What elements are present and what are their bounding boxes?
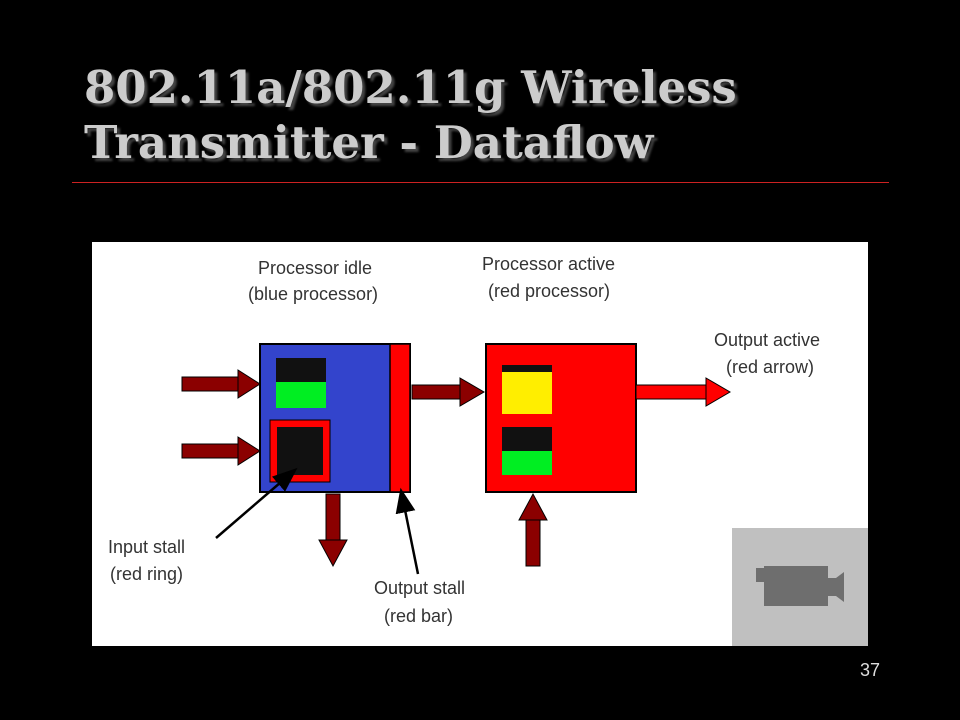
input-arrow-top <box>181 369 261 399</box>
label-output-active-sub: (red arrow) <box>726 357 814 377</box>
slide-title: 802.11a/802.11g Wireless Transmitter - D… <box>84 60 904 170</box>
title-divider <box>72 182 889 183</box>
movie-camera-icon[interactable] <box>732 528 868 646</box>
label-processor-active-sub: (red processor) <box>488 281 610 301</box>
label-processor-idle-sub: (blue processor) <box>248 284 378 304</box>
idle-queue-top-empty <box>276 358 326 382</box>
label-input-stall-sub: (red ring) <box>110 564 183 584</box>
slide-title-line-2: Transmitter - Dataflow <box>84 116 654 169</box>
slide-title-line-1: 802.11a/802.11g Wireless <box>84 61 737 114</box>
active-queue-top-empty <box>502 365 552 372</box>
input-arrow-bottom <box>181 436 261 466</box>
idle-queue-top-full <box>276 382 326 408</box>
active-queue-bottom-empty <box>502 427 552 451</box>
dataflow-diagram-svg: Processor idle (blue processor) Processo… <box>108 254 820 626</box>
active-queue-top-partial <box>502 372 552 414</box>
output-arrow-down <box>318 493 348 568</box>
label-output-stall: Output stall <box>374 578 465 598</box>
idle-queue-bottom-empty <box>277 427 323 475</box>
movie-camera-glyph <box>756 566 844 606</box>
input-arrow-up <box>518 492 548 567</box>
arrow-idle-to-active <box>411 377 485 407</box>
active-queue-bottom-full <box>502 451 552 475</box>
label-processor-idle: Processor idle <box>258 258 372 278</box>
label-input-stall: Input stall <box>108 537 185 557</box>
input-stall-pointer <box>215 467 298 539</box>
dataflow-diagram: Processor idle (blue processor) Processo… <box>92 242 868 646</box>
label-output-stall-sub: (red bar) <box>384 606 453 626</box>
output-stall-bar <box>389 343 411 493</box>
label-processor-active: Processor active <box>482 254 615 274</box>
page-number: 37 <box>859 660 880 680</box>
output-stall-pointer <box>395 487 420 575</box>
label-output-active: Output active <box>714 330 820 350</box>
output-active-arrow <box>635 377 731 407</box>
